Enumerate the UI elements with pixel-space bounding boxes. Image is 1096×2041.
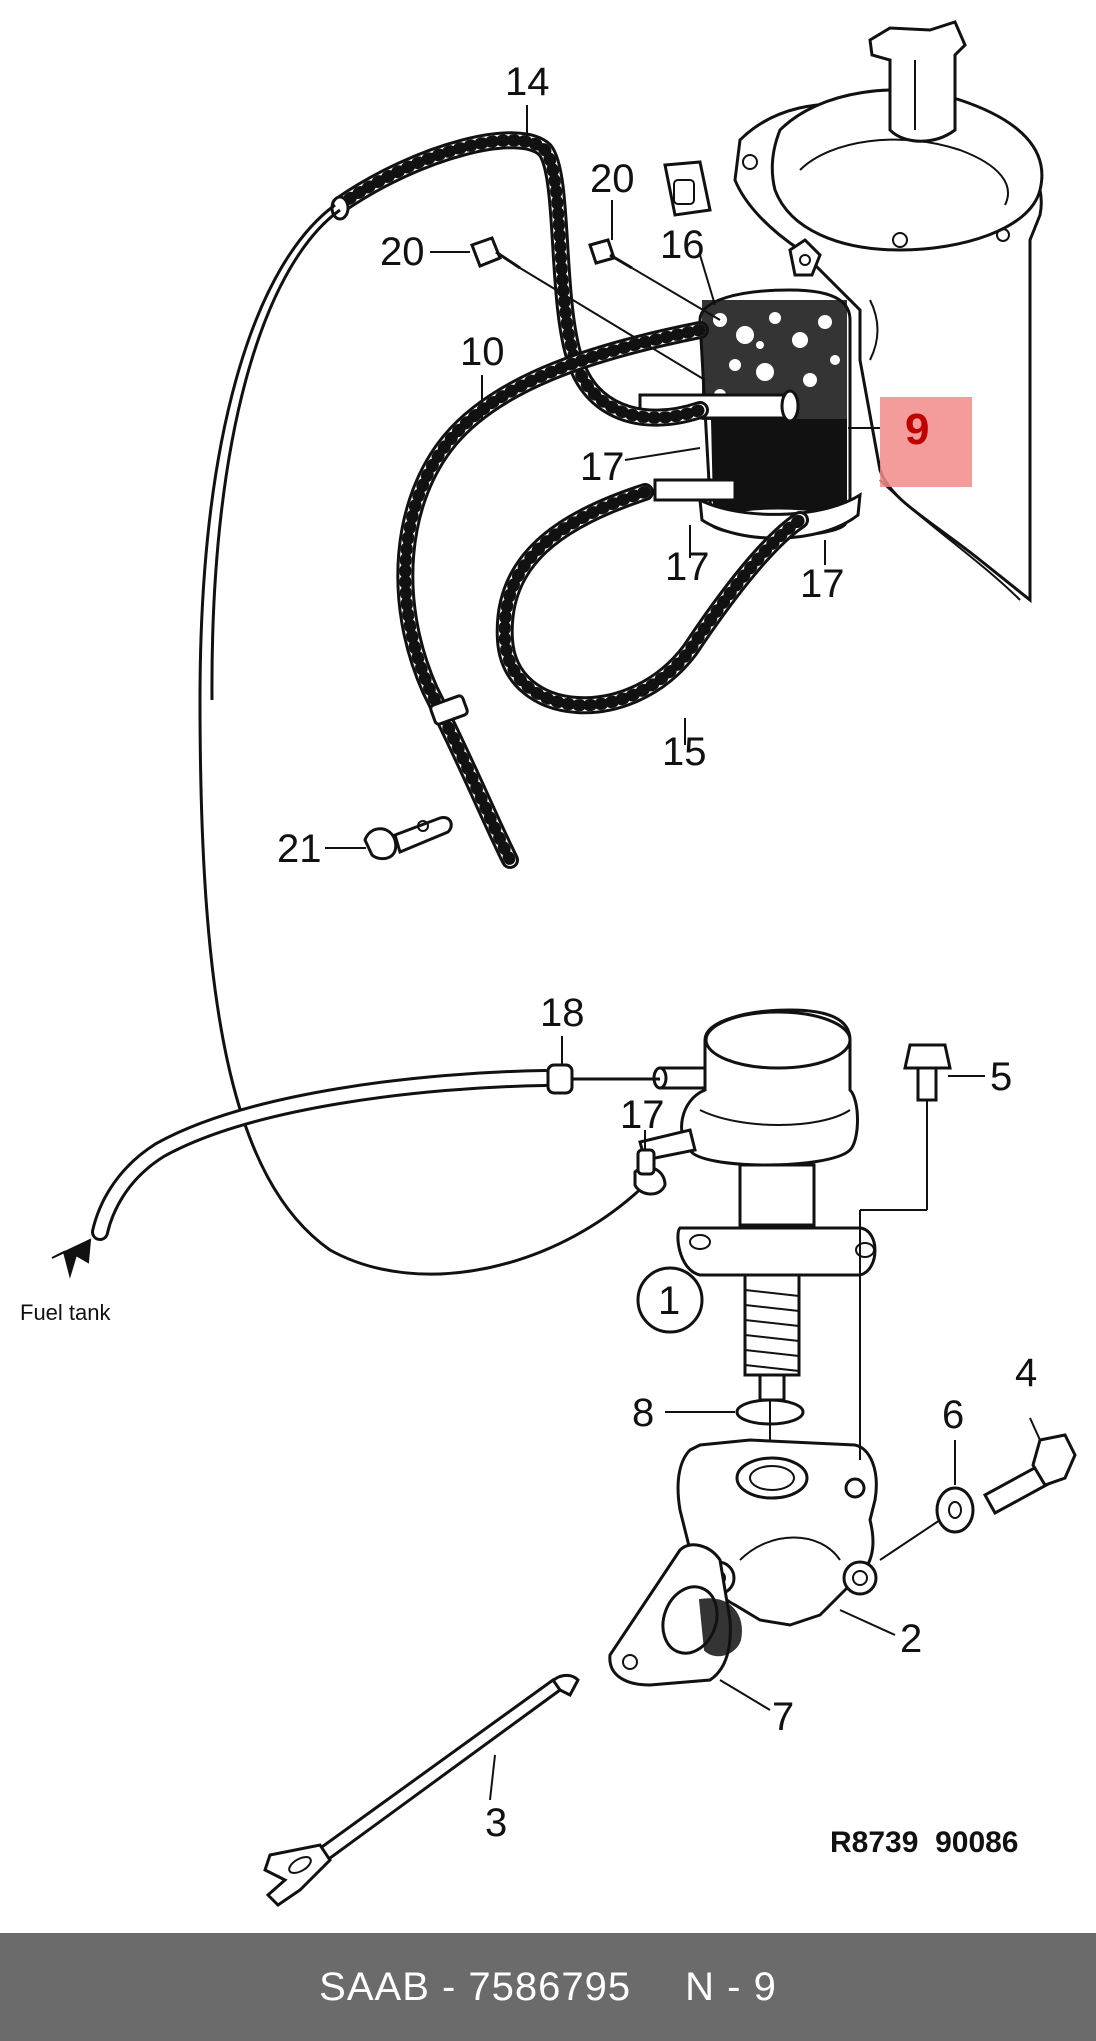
fuel-filter-9 <box>638 288 862 540</box>
callout-2: 2 <box>900 1617 922 1661</box>
callout-5: 5 <box>990 1055 1012 1099</box>
leader-lines <box>325 105 1041 1801</box>
callout-10: 10 <box>460 330 505 374</box>
footer-part-number: SAAB - 7586795 <box>319 1964 632 2009</box>
callout-17-c: 17 <box>800 562 845 606</box>
hose-clip-21 <box>363 815 453 861</box>
callout-17-d: 17 <box>620 1093 665 1137</box>
callout-circle-1 <box>636 1266 704 1334</box>
callout-7: 7 <box>772 1695 794 1739</box>
gasket-7 <box>608 1543 742 1687</box>
hose-15 <box>495 483 809 715</box>
callout-3: 3 <box>485 1801 507 1845</box>
callout-1: 1 <box>658 1279 680 1323</box>
return-line <box>198 203 652 1276</box>
callout-4: 4 <box>1015 1351 1037 1395</box>
highlight-box-9 <box>880 397 972 487</box>
hose-clamp <box>429 694 469 726</box>
fuel-pump-1 <box>638 1008 877 1402</box>
callout-9: 9 <box>905 405 929 454</box>
bolt-5 <box>860 1043 952 1211</box>
pump-lever-3 <box>263 1673 580 1907</box>
bolt-4 <box>879 1433 1077 1561</box>
pump-spring <box>743 1273 801 1402</box>
mounting-bracket <box>663 160 822 277</box>
callout-17-b: 17 <box>665 545 710 589</box>
callout-21: 21 <box>277 827 322 871</box>
hose-14 <box>330 131 709 427</box>
callout-18: 18 <box>540 991 585 1035</box>
callout-20-left: 20 <box>380 230 425 274</box>
reference-code: R8739 90086 <box>830 1826 1019 1859</box>
callout-20-right: 20 <box>590 157 635 201</box>
hose-10 <box>396 321 709 869</box>
bolt-20-right <box>588 238 721 321</box>
fuel-tank-label: Fuel tank <box>20 1300 111 1325</box>
footer-position: N - 9 <box>685 1964 777 2009</box>
callout-14: 14 <box>505 60 550 104</box>
clamp-18 <box>546 1063 660 1095</box>
callout-8: 8 <box>632 1391 654 1435</box>
callout-labels: 14 20 20 16 10 9 17 17 17 15 21 18 5 17 … <box>20 60 1037 1859</box>
fuel-tank-hose <box>51 1069 554 1279</box>
callout-6: 6 <box>942 1393 964 1437</box>
bolt-20-left <box>470 236 706 381</box>
pump-base-2 <box>676 1210 878 1627</box>
callout-16: 16 <box>660 223 705 267</box>
footer-bar: SAAB - 7586795 N - 9 <box>0 1933 1096 2041</box>
callout-17-a: 17 <box>580 445 625 489</box>
parts-diagram: 14 20 20 16 10 9 17 17 17 15 21 18 5 17 … <box>20 20 1077 1907</box>
washer-6 <box>935 1486 975 1534</box>
callout-15: 15 <box>662 730 707 774</box>
